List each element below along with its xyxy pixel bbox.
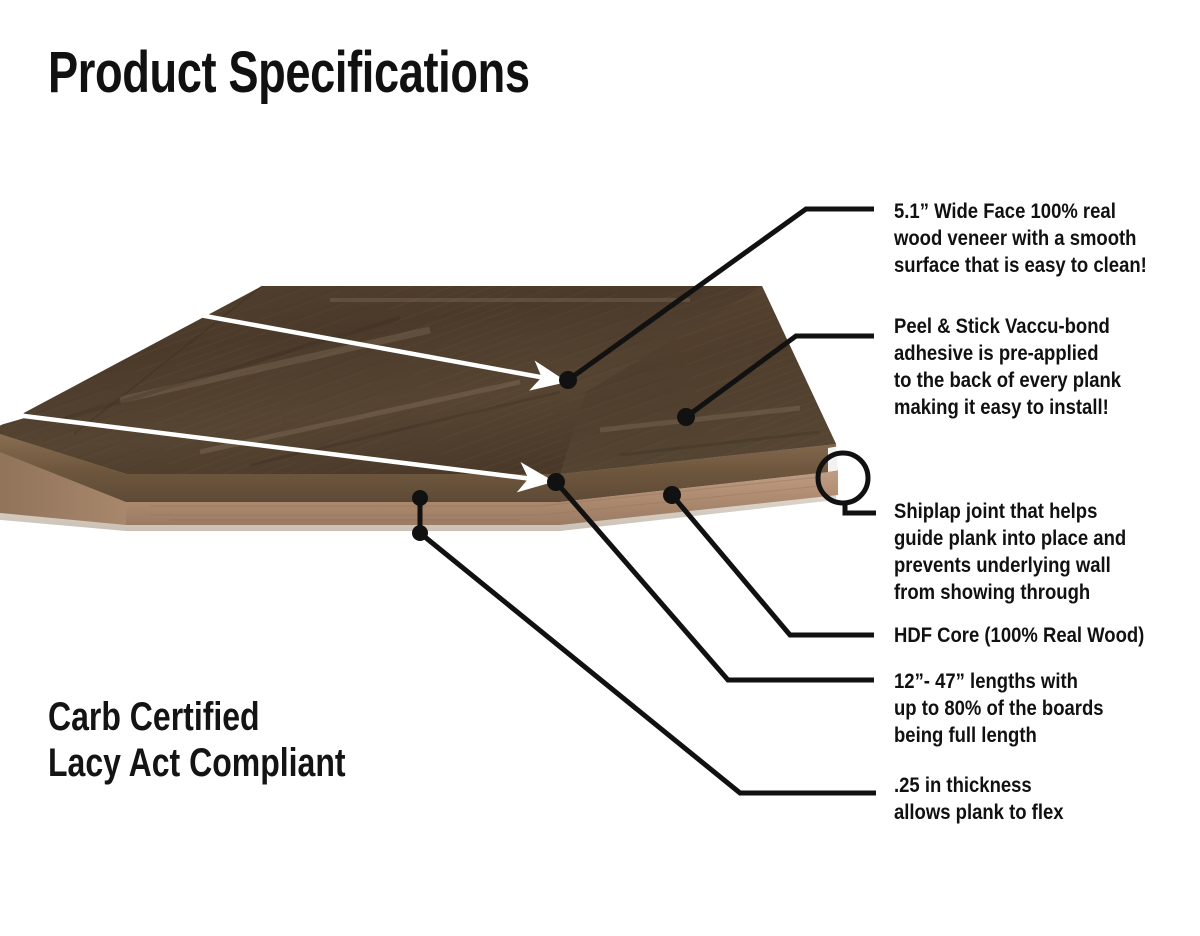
callout-wide-face-line-3: surface that is easy to clean! xyxy=(894,253,1147,277)
leader-peel-and-stick xyxy=(684,333,874,420)
callout-peel-and-stick: Peel & Stick Vaccu-bond adhesive is pre-… xyxy=(894,313,1152,421)
dimension-arrows xyxy=(0,273,568,493)
callout-shiplap-line-2: guide plank into place and xyxy=(894,526,1127,550)
leader-dots xyxy=(412,371,695,541)
leader-thickness xyxy=(418,531,876,796)
leader-hdf-core xyxy=(670,493,874,638)
callout-thickness-line-2: allows plank to flex xyxy=(894,800,1064,824)
callout-lengths-line-3: being full length xyxy=(894,723,1037,747)
callout-lengths-line-2: up to 80% of the boards xyxy=(894,696,1104,720)
dot-wide-face xyxy=(559,371,577,389)
dot-thickness-top xyxy=(412,490,428,506)
callout-peel-and-stick-line-1: Peel & Stick Vaccu-bond xyxy=(894,314,1110,338)
plank-backing-edge xyxy=(0,494,836,531)
callout-wide-face-line-1: 5.1” Wide Face 100% real xyxy=(894,199,1116,223)
callout-shiplap-line-3: prevents underlying wall xyxy=(894,553,1111,577)
dot-hdf-core xyxy=(663,486,681,504)
callout-thickness: .25 in thickness allows plank to flex xyxy=(894,772,1152,826)
callout-shiplap-line-4: from showing through xyxy=(894,580,1091,604)
callout-shiplap-joint: Shiplap joint that helps guide plank int… xyxy=(894,498,1152,606)
shiplap-detail-circle xyxy=(815,450,871,506)
callout-hdf-core-line-1: HDF Core (100% Real Wood) xyxy=(894,623,1145,647)
callout-wide-face: 5.1” Wide Face 100% real wood veneer wit… xyxy=(894,198,1152,279)
page-title: Product Specifications xyxy=(48,40,530,105)
callout-peel-and-stick-line-3: to the back of every plank xyxy=(894,368,1122,392)
callout-peel-and-stick-line-4: making it easy to install! xyxy=(894,395,1109,419)
certification-line-lacy: Lacy Act Compliant xyxy=(48,741,346,785)
dot-thickness-bottom xyxy=(412,525,428,541)
leader-lengths xyxy=(554,480,874,683)
dot-peel-and-stick xyxy=(677,408,695,426)
certification-block: Carb Certified Lacy Act Compliant xyxy=(48,694,346,786)
certification-line-carb: Carb Certified xyxy=(48,695,260,739)
leader-lines xyxy=(417,206,876,796)
callout-peel-and-stick-line-2: adhesive is pre-applied xyxy=(894,341,1099,365)
core-texture xyxy=(150,476,821,521)
plank-hdf-core-edge xyxy=(126,471,838,525)
width-arrow xyxy=(0,397,555,493)
callout-lengths-line-1: 12”- 47” lengths with xyxy=(894,669,1078,693)
callout-hdf-core: HDF Core (100% Real Wood) xyxy=(894,622,1152,649)
callout-thickness-line-1: .25 in thickness xyxy=(894,773,1032,797)
leader-wide-face xyxy=(566,206,874,383)
callout-shiplap-line-1: Shiplap joint that helps xyxy=(894,499,1098,523)
dot-lengths xyxy=(547,473,565,491)
callout-wide-face-line-2: wood veneer with a smooth xyxy=(894,226,1137,250)
callout-lengths: 12”- 47” lengths with up to 80% of the b… xyxy=(894,668,1152,749)
length-arrow xyxy=(51,273,568,391)
leader-shiplap xyxy=(842,503,876,516)
